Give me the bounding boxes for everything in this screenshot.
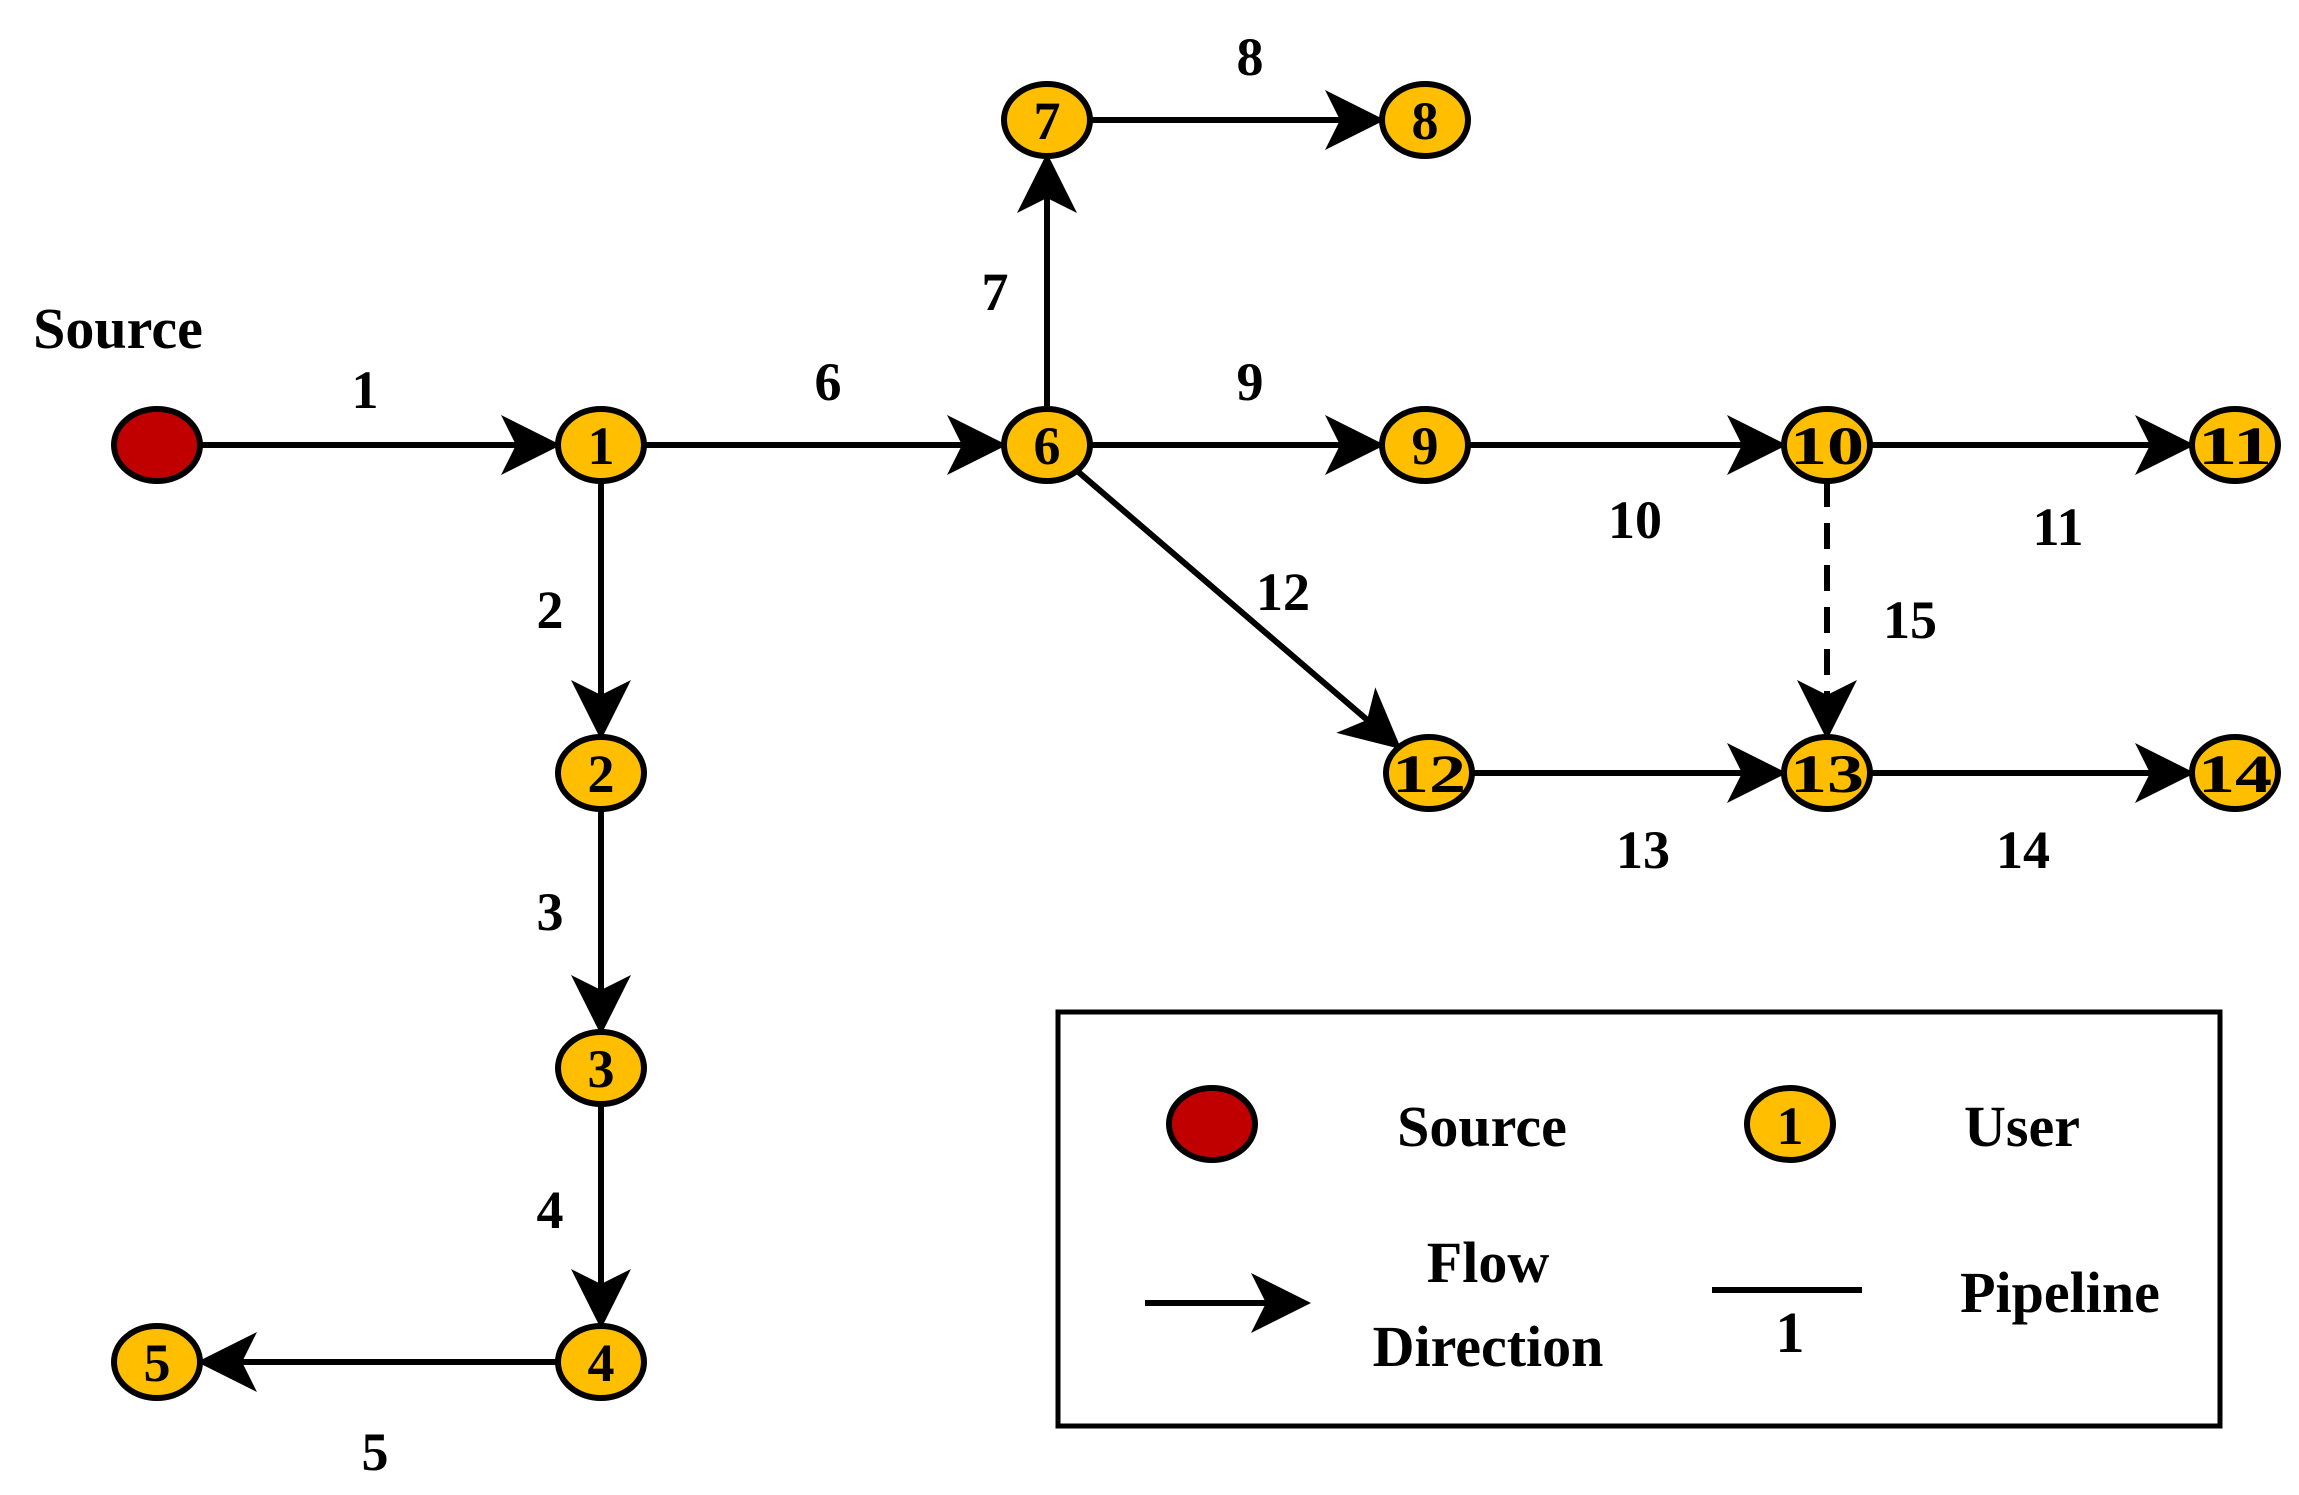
legend-flow-label-line2: Direction [1373,1314,1604,1379]
legend-box [1055,1009,2223,1429]
legend-user-symbol-label: 1 [1777,1096,1804,1156]
user-node-circle [1383,734,1475,812]
pipeline-label-5: 5 [362,1422,389,1482]
legend-pipeline-label: Pipeline [1960,1260,2160,1325]
user-node-1: 1 [555,406,647,484]
user-node-label: 2 [588,744,615,804]
source-title: Source [33,296,203,361]
legend-pipeline-symbol-label: 1 [1776,1300,1805,1365]
user-node-circle [2189,406,2281,484]
user-node-circle [555,1029,647,1107]
pipelines-layer [197,90,2195,1392]
pipeline-label-8: 8 [1237,27,1264,87]
user-node-circle [555,734,647,812]
pipeline-label-4: 4 [537,1180,564,1240]
user-node-label: 11 [2198,416,2272,476]
user-node-circle [1001,406,1093,484]
user-node-10: 10 [1781,406,1873,484]
user-node-label: 1 [588,416,615,476]
user-node-circle [1781,734,1873,812]
user-node-12: 12 [1383,734,1475,812]
user-node-circle [1379,81,1471,159]
user-node-circle [1379,406,1471,484]
pipeline-label-10: 10 [1608,490,1662,550]
user-node-label: 13 [1790,744,1864,804]
user-node-circle [1781,406,1873,484]
pipeline-label-1: 1 [352,360,379,420]
user-node-circle [111,1323,203,1401]
pipeline-label-9: 9 [1237,352,1264,412]
user-node-circle [555,406,647,484]
user-node-2: 2 [555,734,647,812]
user-node-label: 3 [588,1039,615,1099]
legend: Source 1 User Flow Direction 1 Pipeline [1055,1009,2223,1429]
user-node-label: 6 [1034,416,1061,476]
user-node-5: 5 [111,1323,203,1401]
user-node-label: 14 [2198,744,2272,804]
legend-flow-label-line1: Flow [1427,1230,1550,1295]
user-node-label: 8 [1412,91,1439,151]
pipeline-label-7: 7 [982,262,1009,322]
user-node-label: 5 [144,1333,171,1393]
pipeline-label-6: 6 [815,352,842,412]
legend-source-symbol [1166,1085,1258,1163]
source-node [111,406,203,484]
user-node-7: 7 [1001,81,1093,159]
pipeline-label-14: 14 [1996,820,2050,880]
user-node-label: 4 [588,1333,615,1393]
user-node-8: 8 [1379,81,1471,159]
user-node-6: 6 [1001,406,1093,484]
pipeline-label-15: 15 [1883,590,1937,650]
user-node-circle [2189,734,2281,812]
pipeline-12 [1075,468,1402,750]
pipeline-label-3: 3 [537,882,564,942]
legend-source-label: Source [1397,1094,1567,1159]
legend-user-label: User [1964,1094,2080,1159]
user-node-13: 13 [1781,734,1873,812]
user-node-label: 7 [1034,91,1061,151]
user-node-14: 14 [2189,734,2281,812]
user-node-3: 3 [555,1029,647,1107]
user-node-4: 4 [555,1323,647,1401]
user-node-9: 9 [1379,406,1471,484]
user-node-11: 11 [2189,406,2281,484]
legend-user-symbol [1744,1085,1836,1163]
user-node-label: 12 [1392,744,1466,804]
pipeline-label-12: 12 [1256,562,1310,622]
pipeline-label-11: 11 [2032,497,2083,557]
user-node-circle [555,1323,647,1401]
user-node-label: 9 [1412,416,1439,476]
pipeline-label-2: 2 [537,580,564,640]
user-node-circle [1001,81,1093,159]
user-node-label: 10 [1790,416,1864,476]
pipeline-label-13: 13 [1616,820,1670,880]
